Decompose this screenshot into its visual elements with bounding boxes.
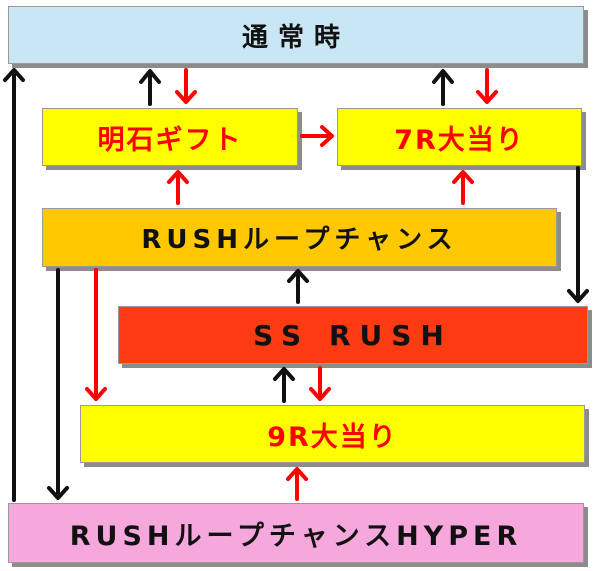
normal-state-box: 通常時	[8, 6, 584, 64]
arrow-loop-to-9r	[85, 268, 107, 401]
arrow-ss-rush-to-loop	[287, 269, 309, 304]
9r-jackpot-label: 9R大当り	[267, 421, 398, 453]
arrow-ss-rush-to-9r	[309, 366, 331, 401]
arrow-9r-to-ss-rush	[273, 367, 295, 403]
rush-loop-hyper-box: RUSHループチャンスHYPER	[8, 503, 584, 563]
arrow-loop-to-7r	[452, 170, 474, 205]
akashi-gift-box: 明石ギフト	[42, 108, 298, 166]
ss-rush-label: SS RUSH	[253, 318, 453, 352]
arrow-normal-to-akashi	[175, 68, 197, 104]
arrow-akashi-to-7r	[300, 125, 334, 147]
arrow-hyper-to-normal	[3, 68, 25, 502]
rush-loop-chance-box: RUSHループチャンス	[42, 208, 557, 267]
9r-jackpot-box: 9R大当り	[80, 405, 585, 463]
arrow-7r-to-ss-rush	[567, 166, 589, 303]
7r-jackpot-box: 7R大当り	[337, 108, 582, 166]
arrow-hyper-to-9r	[286, 467, 308, 501]
arrow-loop-to-hyper	[47, 268, 69, 500]
normal-state-label: 通常時	[241, 22, 350, 53]
akashi-gift-label: 明石ギフト	[97, 124, 243, 156]
arrow-7r-to-normal	[432, 69, 454, 106]
rush-loop-hyper-label: RUSHループチャンスHYPER	[69, 520, 523, 552]
ss-rush-box: SS RUSH	[118, 306, 588, 364]
arrow-normal-to-7r	[476, 68, 498, 104]
arrow-akashi-to-normal	[139, 69, 161, 106]
rush-loop-chance-label: RUSHループチャンス	[141, 225, 458, 255]
7r-jackpot-label: 7R大当り	[394, 124, 525, 156]
arrow-loop-to-akashi	[167, 170, 189, 205]
